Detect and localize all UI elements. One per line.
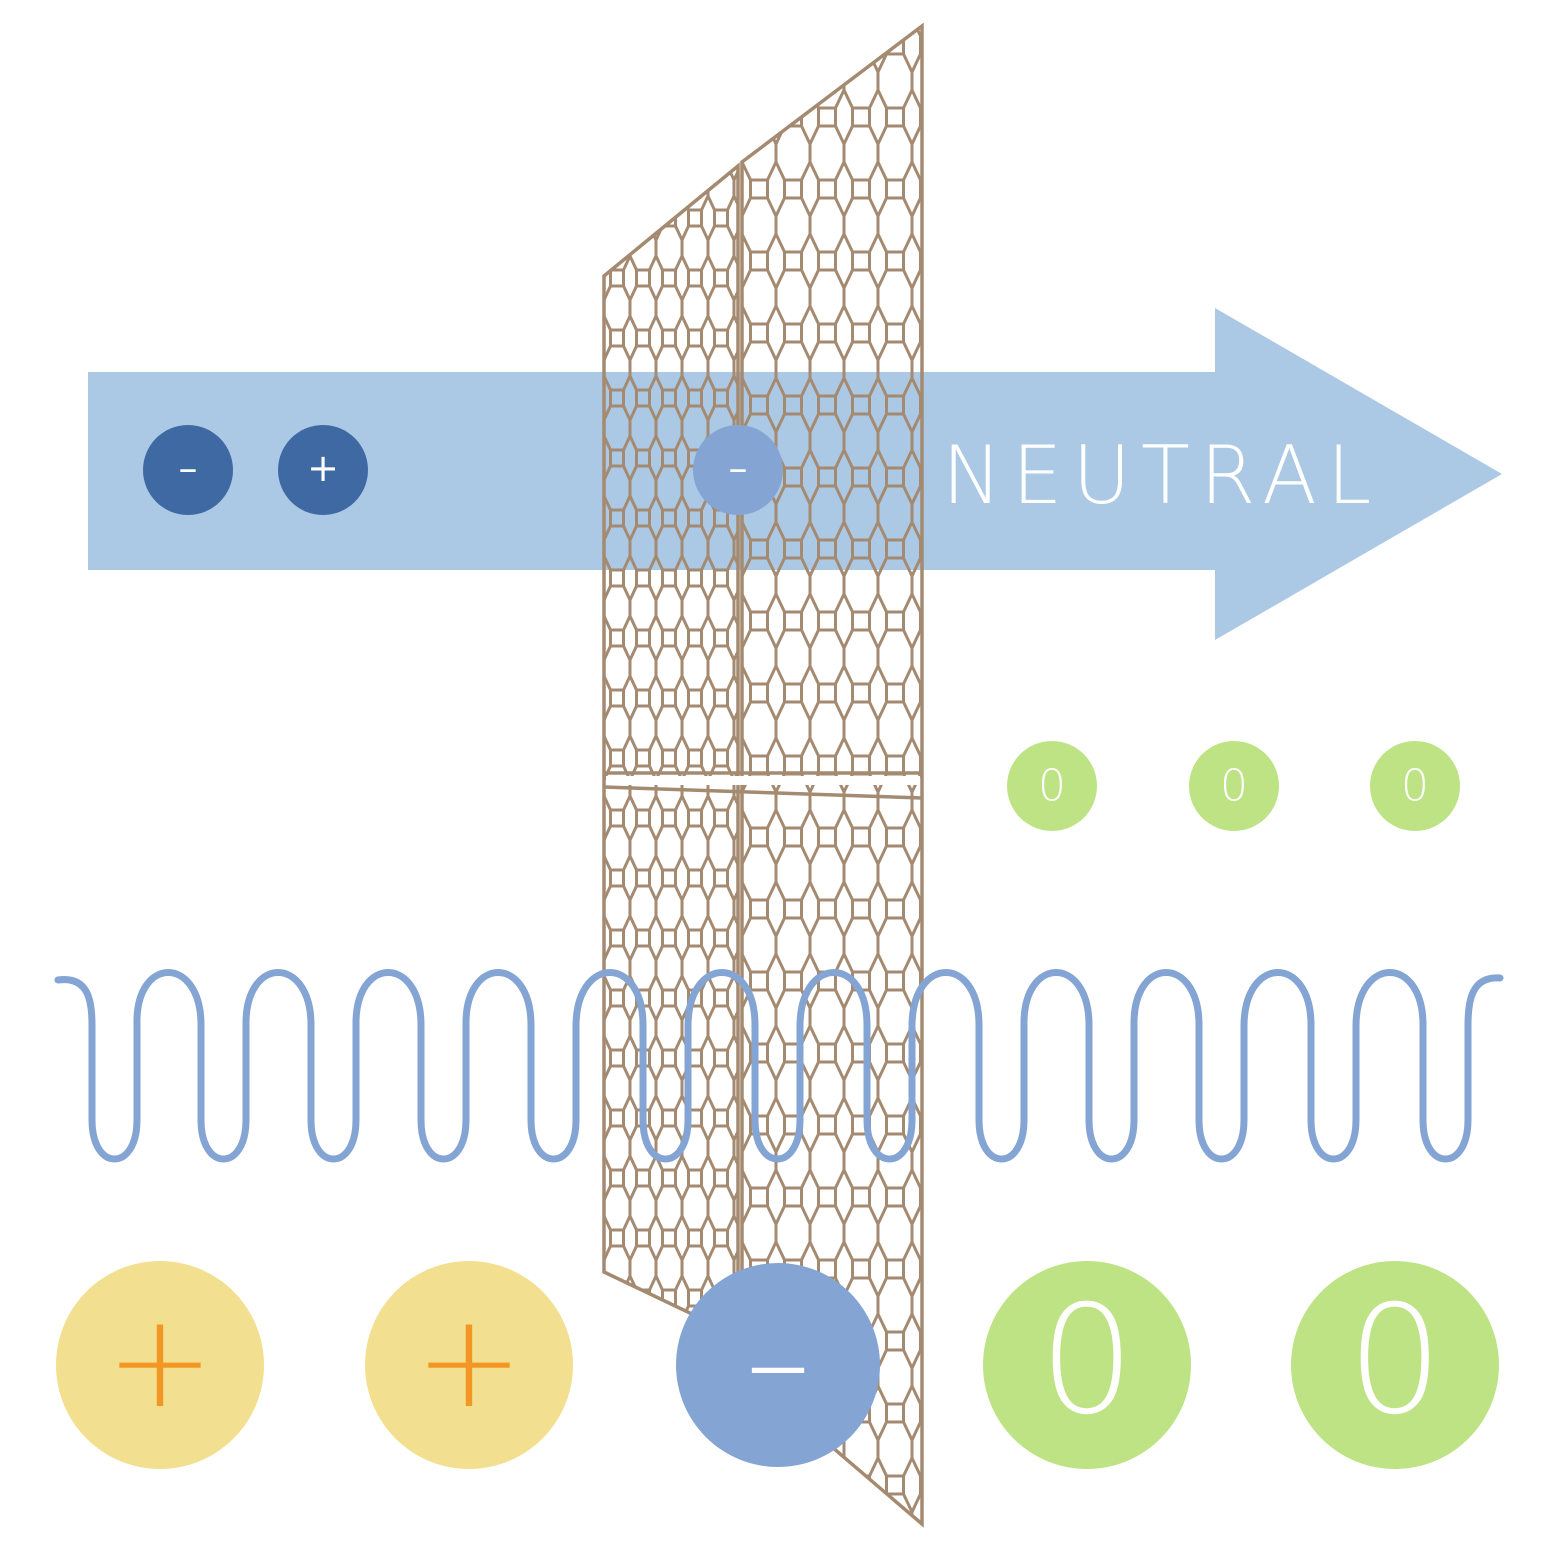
arrow-particle-3 [693, 425, 783, 515]
arrow-particle-sign-1: – [179, 446, 198, 490]
bottom-particles: + + – 0 0 [56, 1261, 1499, 1469]
arrow-label: NEUTRAL [942, 429, 1381, 522]
arrow-particle-1 [143, 425, 233, 515]
arrow-particle-2 [278, 425, 368, 515]
bottom-particle-sign-5: 0 [1347, 1274, 1442, 1448]
neutral-small-sign-3: 0 [1401, 761, 1429, 812]
bottom-particle-sign-4: 0 [1039, 1274, 1134, 1448]
bottom-particle-2 [365, 1261, 573, 1469]
bottom-particle-3 [676, 1263, 880, 1467]
arrow-particle-sign-3: – [729, 446, 748, 490]
bottom-particle-4 [983, 1261, 1191, 1469]
neutral-particles-small: 0 0 0 [1007, 741, 1460, 831]
membrane-gap [606, 776, 920, 785]
bottom-particle-sign-3: – [746, 1285, 811, 1437]
neutral-small-sign-1: 0 [1038, 761, 1066, 812]
wave-line [54, 969, 1504, 1163]
neutral-small-particle-3 [1370, 741, 1460, 831]
bottom-particle-5 [1291, 1261, 1499, 1469]
neutral-small-sign-2: 0 [1220, 761, 1248, 812]
arrow-particle-sign-2: + [307, 446, 339, 490]
bottom-particle-1 [56, 1261, 264, 1469]
mesh-panel-near [604, 166, 738, 1336]
bottom-particle-sign-1: + [106, 1285, 215, 1437]
neutral-small-particle-2 [1189, 741, 1279, 831]
oscillating-wave-icon [54, 969, 1504, 1163]
arrow-particles: – + – [143, 425, 783, 515]
bottom-particle-sign-2: + [415, 1285, 524, 1437]
neutral-small-particle-1 [1007, 741, 1097, 831]
